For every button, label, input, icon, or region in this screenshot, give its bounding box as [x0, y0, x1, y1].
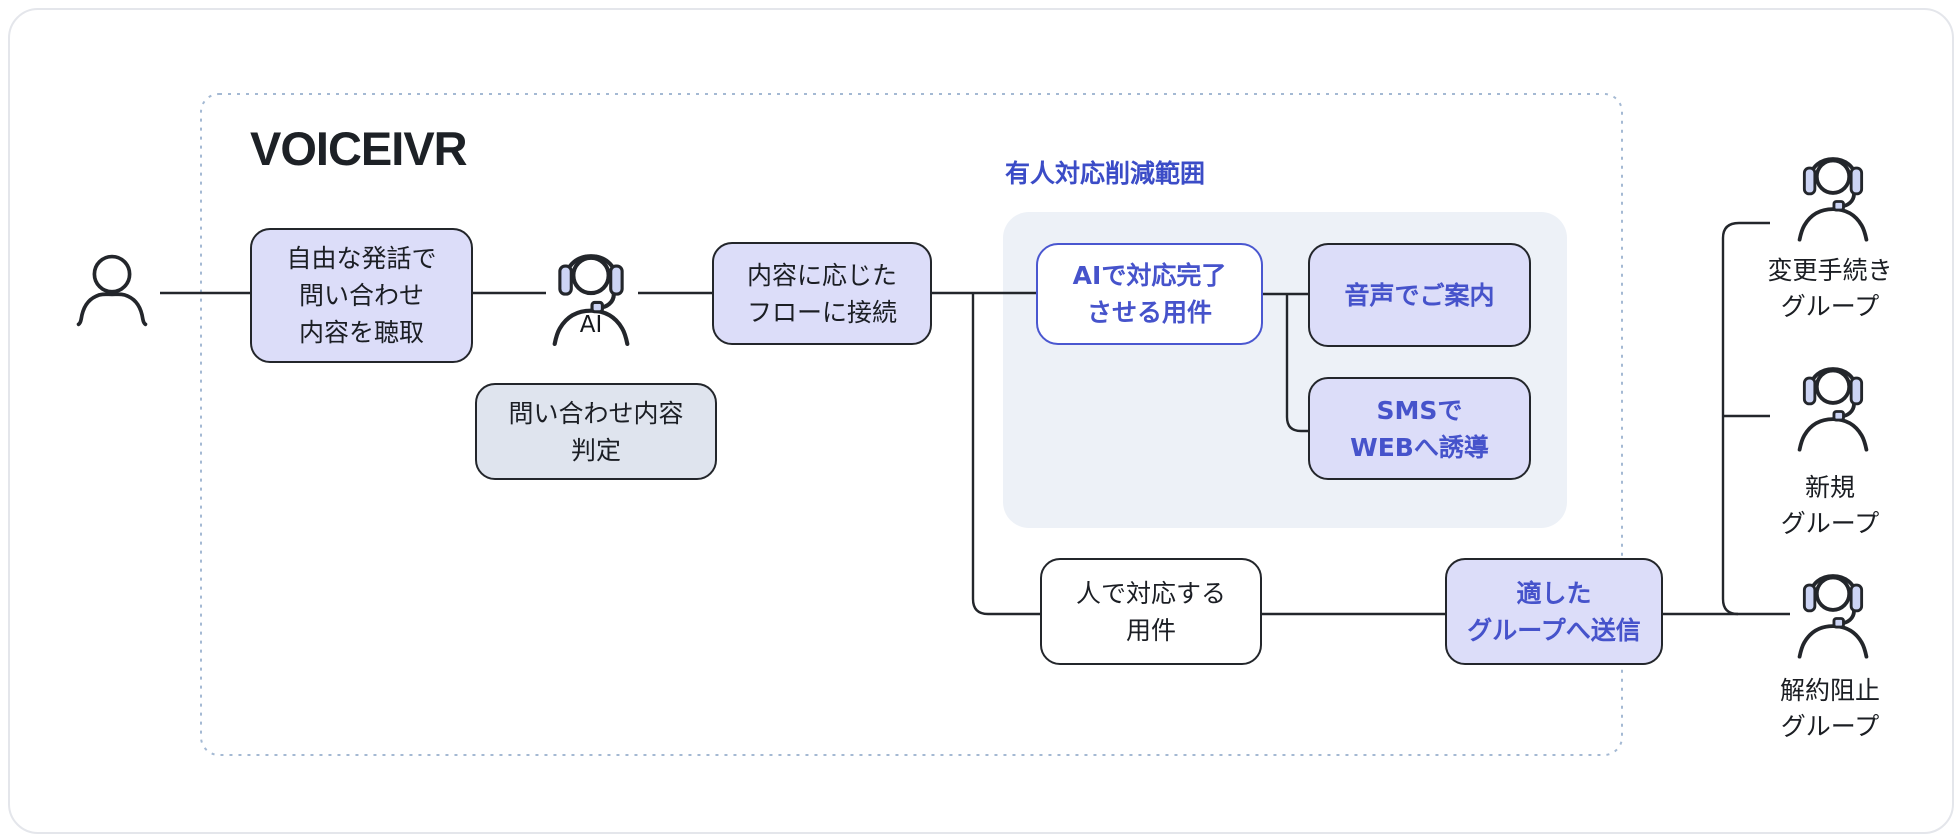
- headset-icon-new-group: [1791, 350, 1875, 452]
- node-send-to-group: 適した グループへ送信: [1445, 558, 1663, 665]
- headset-icon-cancel-prevention-group: [1791, 557, 1875, 659]
- reduction-scope-label: 有人対応削減範囲: [1005, 159, 1206, 188]
- node-line: 判定: [570, 435, 621, 465]
- group-label-cancel-prevention: 解約阻止 グループ: [1745, 673, 1915, 745]
- node-connect-flow: 内容に応じた フローに接続: [712, 242, 932, 345]
- node-voice-guide: 音声でご案内: [1308, 243, 1531, 347]
- node-line: 問い合わせ内容: [508, 398, 684, 428]
- node-line: 用件: [1125, 615, 1176, 645]
- node-line: WEBへ誘導: [1350, 432, 1489, 462]
- group-label-line: 解約阻止: [1779, 676, 1880, 705]
- node-listen-inquiry: 自由な発話で 問い合わせ 内容を聴取: [250, 228, 473, 363]
- node-line: フローに接続: [746, 297, 897, 327]
- group-label-line: 変更手続き: [1767, 256, 1893, 285]
- node-line: グループへ送信: [1467, 615, 1641, 645]
- group-label-line: グループ: [1780, 509, 1880, 538]
- node-line: 問い合わせ: [298, 281, 424, 310]
- node-line: 自由な発話で: [286, 244, 437, 273]
- node-line: SMSで: [1376, 395, 1463, 425]
- node-sms-web: SMSで WEBへ誘導: [1308, 377, 1531, 480]
- headset-icon-change-group: [1791, 140, 1875, 242]
- node-line: させる用件: [1086, 298, 1212, 327]
- node-ai-complete-case: AIで対応完了 させる用件: [1036, 243, 1263, 345]
- node-line: 音声でご案内: [1344, 280, 1495, 310]
- page-title: VOICEIVR: [250, 122, 468, 175]
- group-label-line: グループ: [1780, 292, 1880, 321]
- node-judge-inquiry: 問い合わせ内容 判定: [475, 383, 717, 480]
- node-line: 内容を聴取: [298, 318, 424, 347]
- caller-person-icon: [68, 246, 156, 334]
- group-label-new: 新規 グループ: [1745, 470, 1915, 542]
- ai-icon-label: AI: [579, 312, 603, 338]
- node-human-case: 人で対応する 用件: [1040, 558, 1262, 665]
- group-label-line: 新規: [1804, 473, 1855, 502]
- node-line: AIで対応完了: [1072, 261, 1227, 290]
- node-line: 人で対応する: [1075, 578, 1226, 608]
- group-label-line: グループ: [1780, 712, 1880, 741]
- group-label-change: 変更手続き グループ: [1745, 253, 1915, 325]
- node-line: 適した: [1516, 578, 1592, 608]
- node-line: 内容に応じた: [746, 260, 897, 290]
